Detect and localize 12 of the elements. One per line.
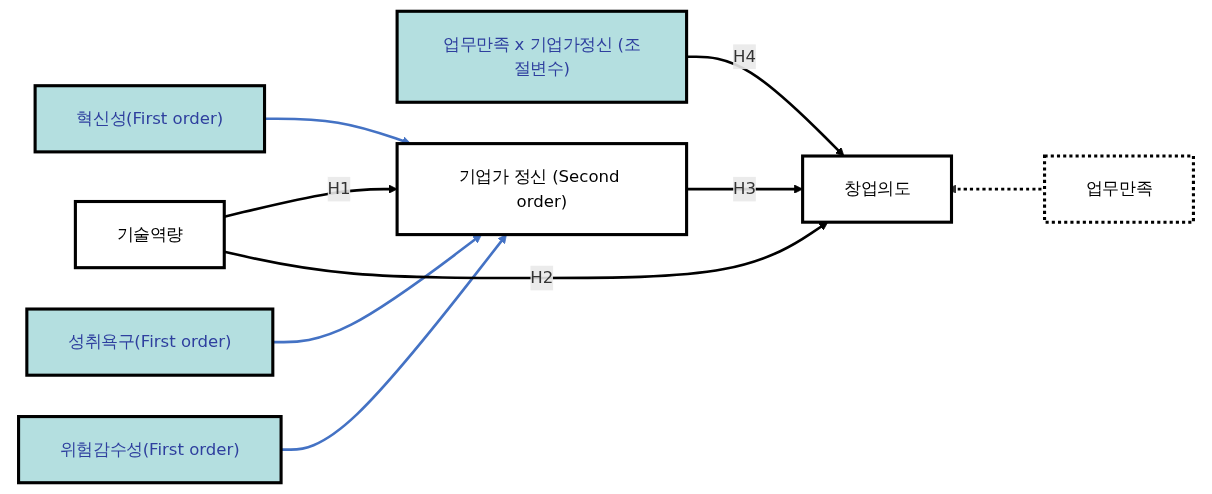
edge-label: H1: [327, 178, 351, 199]
node-box: 창업의도: [801, 154, 954, 224]
node-box: 업무만족 x 기업가정신 (조절변수): [395, 9, 689, 104]
node-box: 업무만족: [1043, 154, 1195, 224]
edge-label: H3: [733, 178, 757, 199]
node-box: 기업가 정신 (Second order): [395, 142, 689, 237]
edge-label: H4: [733, 46, 757, 67]
edge-label: H2: [530, 267, 554, 288]
node-box: 위험감수성(First order): [17, 415, 283, 485]
node-box: 혁신성(First order): [33, 84, 267, 154]
node-box: 성취욕구(First order): [25, 307, 275, 377]
node-box: 기술역량: [73, 199, 226, 270]
